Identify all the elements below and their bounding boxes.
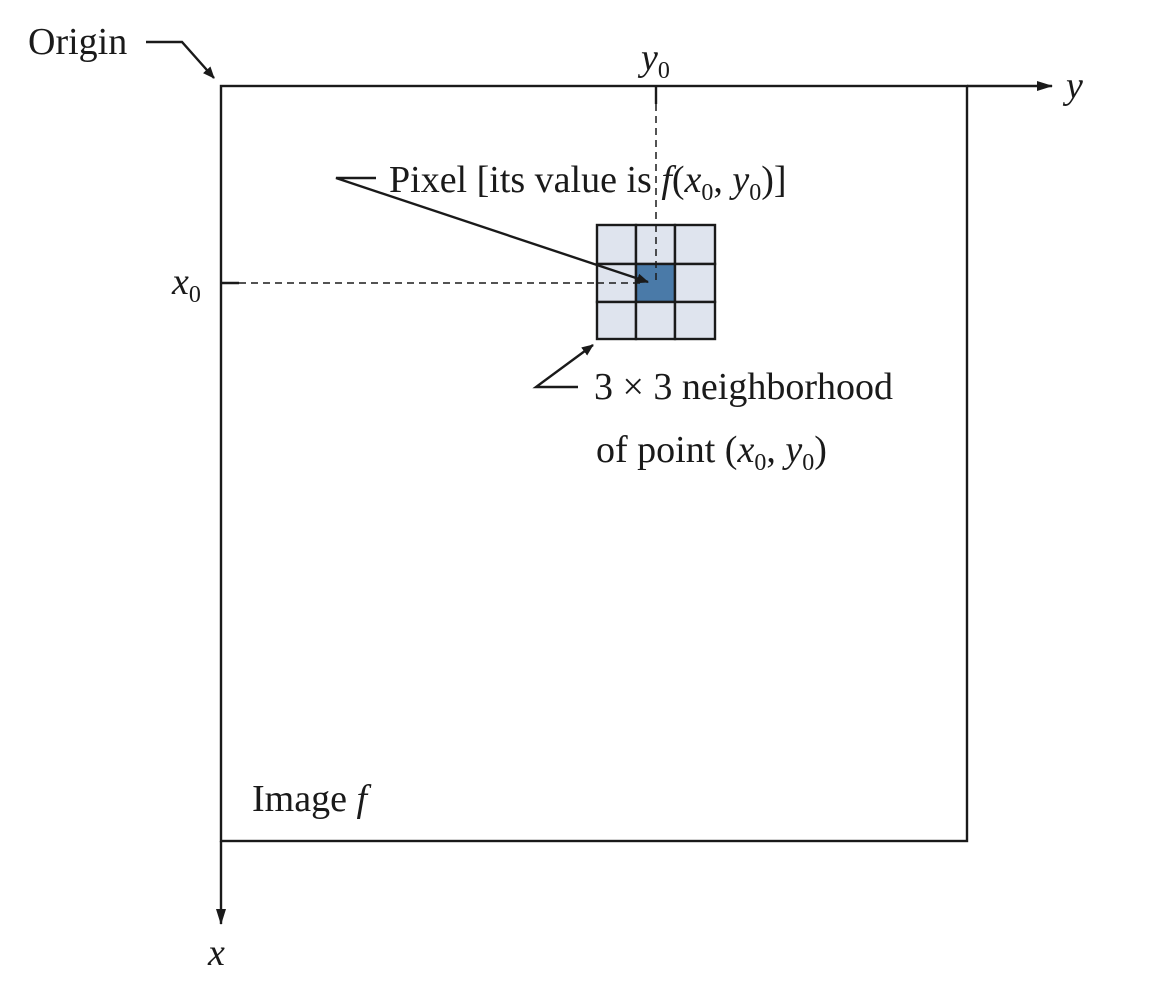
x-axis-label: x [207, 932, 225, 974]
neighborhood-caption-comma: , [766, 429, 785, 471]
pixel-caption-y: y [728, 159, 749, 201]
neighbor-cell [673, 300, 717, 341]
pixel-caption-close: )] [761, 159, 786, 201]
image-frame [219, 84, 969, 843]
x0-label: x0 [171, 261, 201, 308]
neighbor-cell [595, 300, 638, 341]
neighborhood-caption-line1: 3 × 3 neighborhood [594, 366, 893, 408]
pixel-caption: Pixel [its value is f(x0, y0)] [389, 159, 787, 206]
neighbor-cell [673, 262, 717, 304]
x0-sub: 0 [189, 282, 201, 308]
x0-var: x [171, 261, 189, 303]
neighborhood-caption-y-sub: 0 [802, 450, 814, 476]
y0-var: y [637, 37, 658, 79]
pixel-caption-y-sub: 0 [749, 180, 761, 206]
pixel-callout-arrow [335, 176, 649, 284]
neighbor-cell [673, 223, 717, 266]
image-label: Image f [252, 778, 371, 820]
y0-sub: 0 [658, 58, 670, 84]
neighborhood-caption-close: ) [814, 429, 827, 471]
neighbor-cell [634, 300, 677, 341]
origin-label: Origin [28, 21, 127, 63]
neighborhood-caption-y: y [781, 429, 802, 471]
neighborhood-callout-arrow [532, 344, 594, 389]
pixel-caption-x-sub: 0 [701, 180, 713, 206]
y0-label: y0 [637, 37, 670, 84]
pixel-caption-comma: , [713, 159, 732, 201]
neighborhood-caption-x-sub: 0 [754, 450, 766, 476]
pixel-caption-prefix: Pixel [its value is [389, 159, 661, 201]
neighborhood-caption-prefix: of point ( [596, 429, 737, 471]
y-axis-label: y [1062, 65, 1083, 107]
center-pixel [634, 262, 677, 304]
pixel-caption-open: ( [672, 159, 685, 201]
neighborhood-caption-x: x [736, 429, 754, 471]
origin-arrow [146, 40, 215, 79]
neighborhood-caption-line2: of point (x0, y0) [596, 429, 827, 476]
image-label-prefix: Image [252, 778, 356, 820]
pixel-caption-x: x [684, 159, 702, 201]
neighbor-cell [595, 223, 638, 266]
image-label-f: f [356, 778, 371, 820]
